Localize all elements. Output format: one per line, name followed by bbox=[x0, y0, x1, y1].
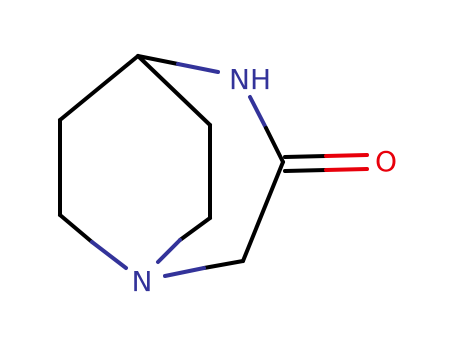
bond-carbonyl-to-ch2 bbox=[241, 160, 285, 263]
bond-bridgehead-c-right bbox=[136, 54, 212, 127]
bond-nh-to-carbonyl-n-half bbox=[248, 95, 268, 130]
bond-nh-to-carbonyl-c-half bbox=[264, 126, 285, 164]
bond-ch2-to-n-n-half bbox=[163, 266, 206, 278]
bond-bridgehead-c-left bbox=[58, 54, 140, 122]
bond-c-to-nh-n-half bbox=[176, 62, 220, 74]
bond-carbonyl-double-lower-c-half bbox=[283, 168, 328, 173]
bond-left-to-n-n-half bbox=[90, 240, 128, 270]
bond-carbonyl-double-upper-o-half bbox=[324, 153, 369, 158]
bond-left-to-n-c-half bbox=[58, 213, 94, 244]
bond-carbonyl-double-upper-c-half bbox=[283, 154, 328, 159]
o-atom-label: O bbox=[375, 145, 397, 178]
bond-carbonyl-double-lower-o-half bbox=[324, 167, 369, 172]
atom-labels: NH O N bbox=[132, 63, 398, 298]
bond-lines bbox=[58, 54, 369, 278]
bond-right-to-n-c-half bbox=[178, 216, 212, 242]
bond-c-to-nh-c-half bbox=[136, 54, 180, 66]
nh-atom-label: NH bbox=[229, 63, 271, 96]
n-atom-label: N bbox=[132, 265, 153, 298]
bond-right-to-n-n-half bbox=[156, 238, 182, 264]
bond-ch2-to-n-c-half bbox=[202, 259, 245, 270]
